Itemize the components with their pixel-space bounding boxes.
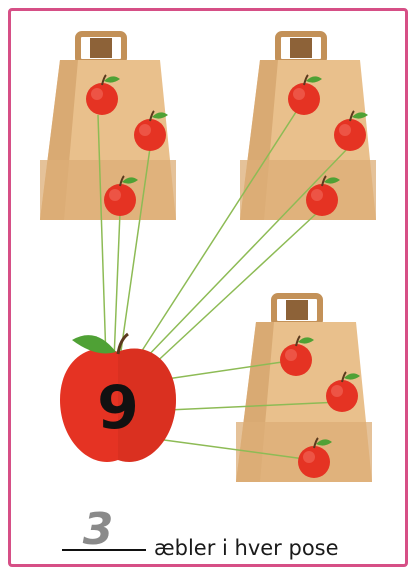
total-apples-number: 9	[97, 373, 139, 443]
answer-value: 3	[83, 504, 114, 555]
sentence-text: æbler i hver pose	[154, 536, 339, 560]
